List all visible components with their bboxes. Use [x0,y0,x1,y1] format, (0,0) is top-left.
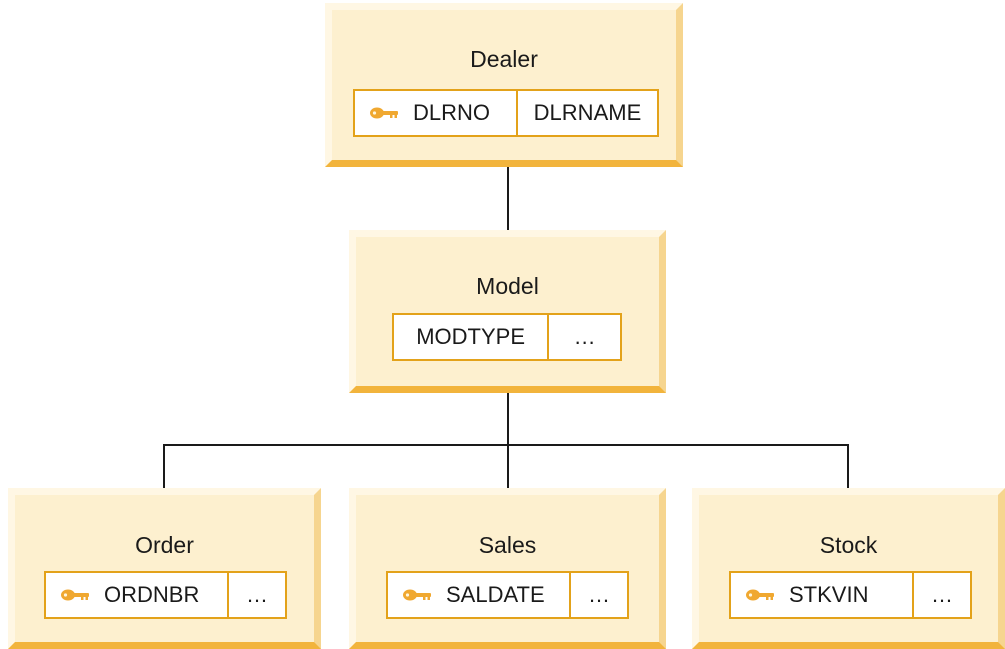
key-icon [369,106,399,120]
key-icon [402,588,432,602]
node-title: Dealer [470,46,538,72]
node-title: Model [476,273,539,299]
edge-model-sales [507,444,509,488]
field-more: … [912,573,970,617]
edge-model-trunk [507,393,509,446]
field-label: DLRNO [413,100,491,125]
field-more: … [569,573,627,617]
key-icon [745,588,775,602]
field-dlrno: DLRNO [355,91,516,135]
field-more: … [547,315,620,359]
field-more: … [227,573,285,617]
node-order: Order ORDNBR … [8,488,321,649]
field-modtype: MODTYPE [394,315,547,359]
node-dealer: Dealer DLRNO DLRNAME [325,3,683,167]
field-label: MODTYPE [416,324,526,349]
edge-branch-bar [163,444,849,446]
node-title: Sales [478,532,537,558]
node-title: Order [135,532,194,558]
edge-model-stock [847,444,849,488]
field-ordnbr: ORDNBR [46,573,227,617]
stock-fields: STKVIN … [729,571,972,619]
sales-fields: SALDATE … [386,571,629,619]
order-fields: ORDNBR … [44,571,287,619]
node-sales: Sales SALDATE … [349,488,666,649]
key-icon [60,588,90,602]
edge-dealer-model [507,167,509,230]
node-title: Stock [819,532,878,558]
field-label: … [246,582,268,607]
field-stkvin: STKVIN [731,573,912,617]
field-label: STKVIN [789,582,869,607]
field-label: … [588,582,610,607]
model-fields: MODTYPE … [392,313,622,361]
edge-model-order [163,444,165,488]
dealer-fields: DLRNO DLRNAME [353,89,659,137]
field-label: SALDATE [446,582,545,607]
node-stock: Stock STKVIN … [692,488,1005,649]
field-label: … [573,324,596,349]
field-saldate: SALDATE [388,573,569,617]
node-model: Model MODTYPE … [349,230,666,393]
field-label: DLRNAME [533,100,642,125]
field-dlrname: DLRNAME [515,91,657,135]
field-label: ORDNBR [104,582,200,607]
field-label: … [931,582,953,607]
